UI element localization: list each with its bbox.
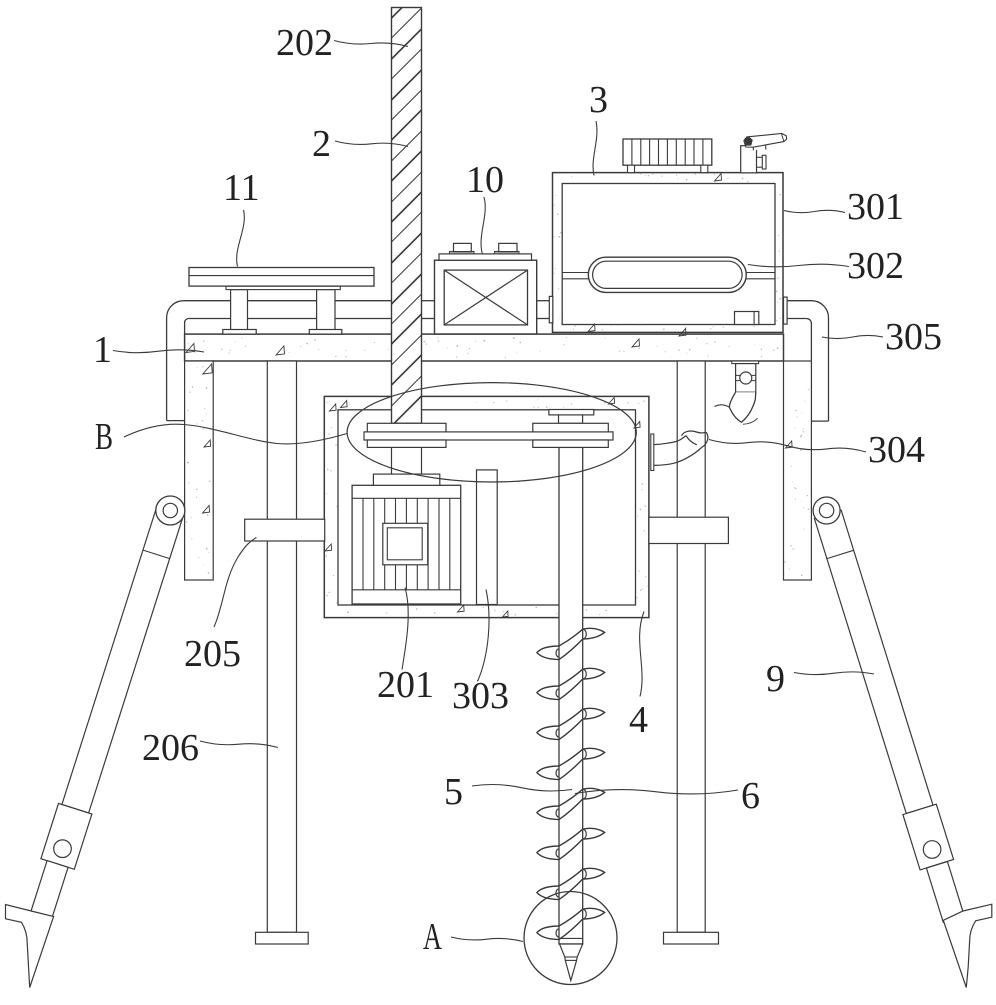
svg-text:A: A <box>423 916 442 958</box>
svg-text:301: 301 <box>847 186 904 228</box>
svg-text:1: 1 <box>93 329 112 371</box>
svg-text:B: B <box>95 416 113 458</box>
svg-text:2: 2 <box>312 123 331 165</box>
svg-text:5: 5 <box>444 771 463 813</box>
svg-text:303: 303 <box>452 675 509 717</box>
svg-text:305: 305 <box>885 316 942 358</box>
svg-text:302: 302 <box>847 245 904 287</box>
svg-text:10: 10 <box>466 159 504 201</box>
svg-text:6: 6 <box>741 775 760 817</box>
svg-text:304: 304 <box>868 429 925 471</box>
svg-text:4: 4 <box>629 699 648 741</box>
svg-text:9: 9 <box>766 658 785 700</box>
svg-text:201: 201 <box>377 664 434 706</box>
svg-text:3: 3 <box>589 79 608 121</box>
svg-text:202: 202 <box>276 22 333 64</box>
svg-text:206: 206 <box>142 727 199 769</box>
svg-text:205: 205 <box>184 633 241 675</box>
svg-text:11: 11 <box>223 167 260 209</box>
